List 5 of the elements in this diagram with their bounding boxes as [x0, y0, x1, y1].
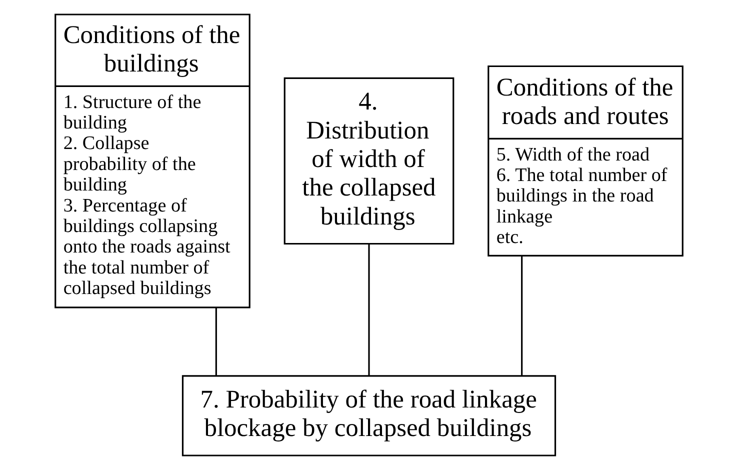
- connector: [215, 308, 217, 376]
- node-box: 7. Probability of the road linkage blockage by collapsed buildings: [182, 375, 556, 456]
- connector: [521, 256, 523, 376]
- connector: [368, 244, 370, 376]
- node-box: 4. Distribution of width of the collapsed buildings: [284, 77, 454, 245]
